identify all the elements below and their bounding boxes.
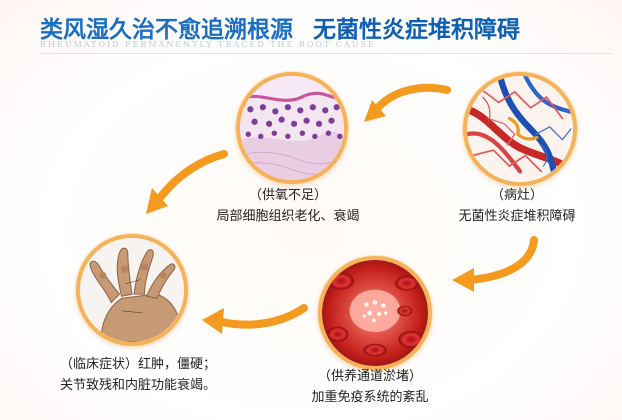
flow-arrow-2 bbox=[142, 150, 232, 220]
blood-vessel-image bbox=[463, 72, 577, 186]
tissue-cells-icon bbox=[240, 76, 344, 180]
deformed-hand-image bbox=[76, 234, 188, 346]
flow-arrow-4 bbox=[200, 300, 310, 340]
stage-caption-oxygen: （供氧不足） 局部细胞组织老化、衰竭 bbox=[216, 188, 360, 224]
stage-caption-blockage: （供养通道淤堵） 加重免疫系统的紊乱 bbox=[311, 369, 429, 405]
blood-cells-icon bbox=[322, 260, 428, 366]
blood-vessel-icon bbox=[467, 76, 573, 182]
flow-arrow-3 bbox=[450, 236, 540, 296]
page-title: 类风湿久治不愈追溯根源 无菌性炎症堆积障碍 bbox=[40, 10, 520, 44]
stage-caption-lesion: （病灶） 无菌性炎症堆积障碍 bbox=[458, 188, 576, 224]
title-part1: 类风湿久治不愈追溯根源 bbox=[40, 17, 293, 43]
title-part2: 无菌性炎症堆积障碍 bbox=[313, 17, 521, 43]
page-subtitle: RHEUMATOID PERMANENTLY TRACED THE ROOT C… bbox=[40, 40, 376, 49]
flow-arrow-1 bbox=[362, 80, 452, 130]
tissue-cells-image bbox=[236, 72, 348, 184]
blood-cells-image bbox=[318, 256, 432, 370]
stage-caption-clinical: （临床症状）红肿，僵硬； 关节致残和内脏功能衰竭。 bbox=[59, 357, 216, 393]
deformed-hand-icon bbox=[80, 238, 184, 342]
title-divider bbox=[40, 53, 612, 54]
